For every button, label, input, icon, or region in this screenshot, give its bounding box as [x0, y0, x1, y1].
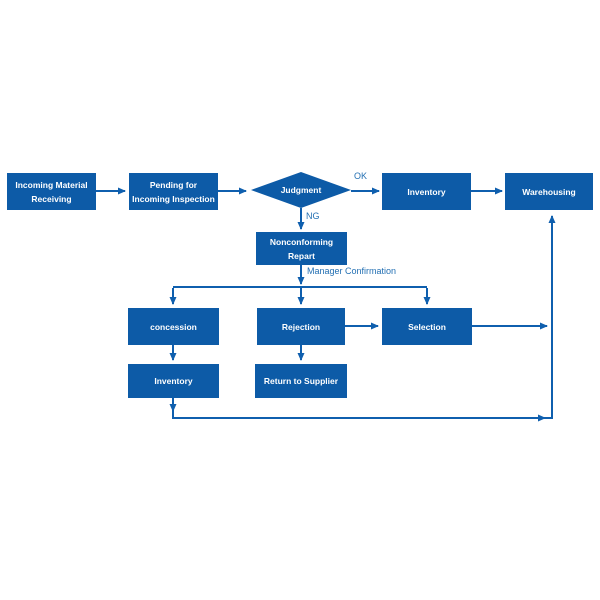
- node-nonconforming-report: Nonconforming Repart: [256, 232, 347, 265]
- node-inventory-bottom: Inventory: [128, 364, 219, 398]
- edge-inventory-return-to-warehousing: [172, 215, 556, 419]
- node-return-to-supplier: Return to Supplier: [255, 364, 347, 398]
- node-pending-incoming-inspection: Pending for Incoming Inspection: [129, 173, 218, 210]
- edge-label-ok: OK: [354, 171, 368, 181]
- node-rejection: Rejection: [257, 308, 345, 345]
- judgment-diamond-shape: [251, 172, 351, 208]
- edge-label-ng: NG: [306, 211, 320, 221]
- node-incoming-material-receiving: Incoming Material Receiving: [7, 173, 96, 210]
- node-inventory-top: Inventory: [382, 173, 471, 210]
- edge-label-manager-confirmation: Manager Confirmation: [307, 266, 397, 276]
- node-warehousing: Warehousing: [505, 173, 593, 210]
- node-concession: concession: [128, 308, 219, 345]
- node-selection: Selection: [382, 308, 472, 345]
